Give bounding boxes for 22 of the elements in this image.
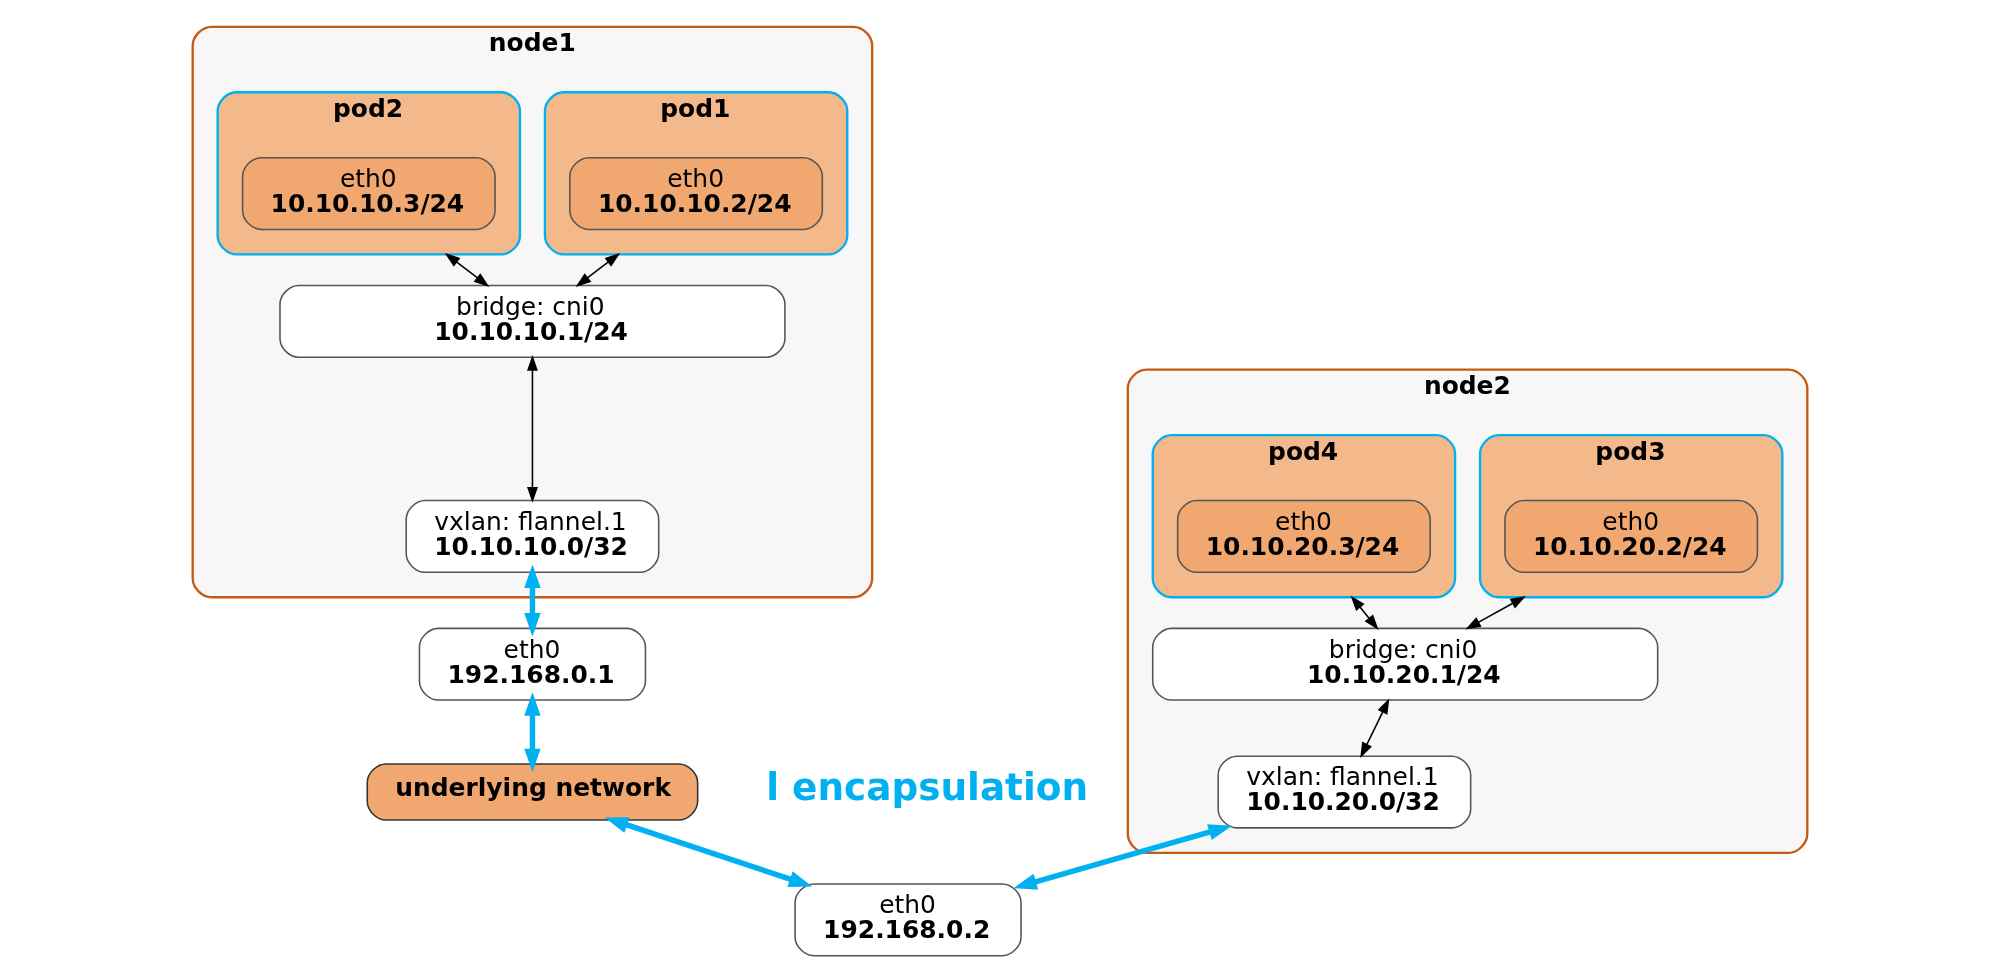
node-box: bridge: cni0 10.10.10.1/24 — [279, 284, 786, 358]
node-box: eth0 10.10.20.2/24 — [1504, 499, 1759, 574]
arrow — [524, 692, 541, 773]
node-box: eth0 192.168.0.1 — [418, 627, 647, 701]
arrow — [1350, 595, 1379, 630]
arrow — [524, 564, 541, 637]
arrow — [604, 817, 813, 887]
node-box: eth0 192.168.0.2 — [794, 883, 1022, 957]
node-box: eth0 10.10.10.3/24 — [241, 156, 496, 231]
arrow — [575, 252, 621, 287]
arrow — [527, 355, 538, 503]
node-box: eth0 10.10.10.2/24 — [569, 156, 824, 231]
arrow — [1465, 596, 1526, 630]
arrow — [1013, 824, 1232, 890]
arrow — [444, 252, 490, 287]
node-box: bridge: cni0 10.10.20.1/24 — [1151, 627, 1659, 701]
node-box: vxlan: flannel.1 10.10.20.0/32 — [1217, 755, 1472, 829]
node-box: eth0 10.10.20.3/24 — [1176, 499, 1431, 574]
node-box: underlying network — [366, 763, 699, 821]
arrow — [1360, 698, 1390, 759]
node-box: vxlan: flannel.1 10.10.10.0/32 — [405, 499, 660, 574]
label: l encapsulation — [766, 765, 1089, 810]
